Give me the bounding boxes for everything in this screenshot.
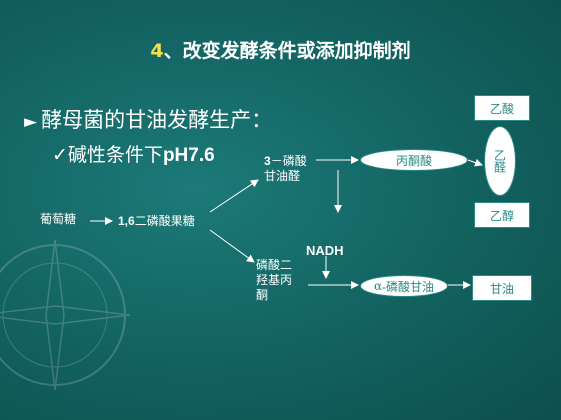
nadh-label: NADH bbox=[306, 243, 344, 258]
dhap-line1: 磷酸二 bbox=[256, 258, 293, 272]
ethanol-box: 乙醇 bbox=[474, 202, 530, 228]
bullet-item: ►酵母菌的甘油发酵生产： bbox=[24, 104, 272, 134]
g3p-label: 3－磷酸甘油醛 bbox=[264, 154, 307, 184]
alpha-prefix: α bbox=[373, 279, 383, 293]
fbp-label: 1,6二磷酸果糖 bbox=[118, 214, 195, 229]
sub-bullet-text: 碱性条件下 bbox=[67, 144, 163, 166]
triangle-bullet-icon: ► bbox=[24, 112, 38, 132]
g3p-number: 3 bbox=[264, 154, 271, 168]
arrow-pyruvate-acetaldehyde bbox=[467, 158, 483, 167]
g3p-line2: 甘油醛 bbox=[264, 169, 301, 183]
acetic-acid-box: 乙酸 bbox=[474, 95, 530, 121]
alpha-g3p-node: α-磷酸甘油 bbox=[360, 275, 448, 297]
pyruvate-node: 丙酮酸 bbox=[360, 149, 468, 171]
arrow-fbp-g3p bbox=[209, 179, 259, 213]
dhap-line2: 羟基丙 bbox=[256, 273, 293, 287]
dhap-line3: 酮 bbox=[256, 288, 269, 302]
g3p-line1: －磷酸 bbox=[270, 154, 307, 168]
fbp-number: 1,6 bbox=[118, 214, 135, 228]
checkmark-icon: ✓ bbox=[52, 144, 68, 166]
compass-watermark-icon bbox=[0, 239, 131, 391]
dhap-label: 磷酸二羟基丙酮 bbox=[256, 258, 292, 303]
bullet-text: 酵母菌的甘油发酵生产： bbox=[41, 108, 273, 132]
arrow-fbp-dhap bbox=[209, 229, 255, 263]
slide-title: 4、改变发酵条件或添加抑制剂 bbox=[0, 36, 561, 63]
acetaldehyde-node: 乙醛 bbox=[484, 126, 516, 196]
glycerol-box: 甘油 bbox=[472, 275, 532, 301]
fbp-text: 二磷酸果糖 bbox=[134, 214, 195, 228]
title-number: 4 bbox=[150, 40, 164, 62]
sub-bullet-item: ✓碱性条件下pH7.6 bbox=[52, 140, 215, 167]
ph-value: pH7.6 bbox=[162, 145, 215, 166]
alpha-g3p-text: -磷酸甘油 bbox=[382, 279, 435, 294]
title-text: 、改变发酵条件或添加抑制剂 bbox=[163, 40, 411, 62]
glucose-label: 葡萄糖 bbox=[40, 212, 77, 226]
